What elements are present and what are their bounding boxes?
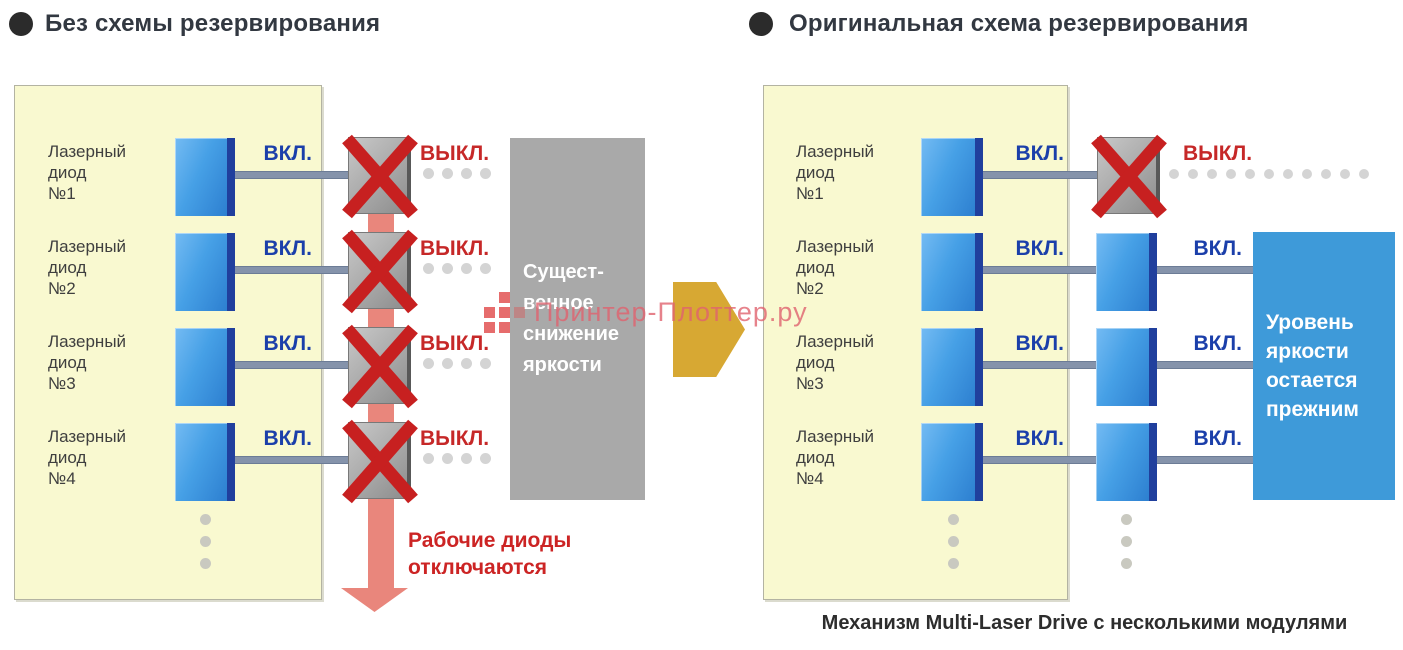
on-label: ВКЛ. bbox=[263, 427, 312, 450]
right-panel-box bbox=[763, 85, 1068, 600]
off-dots bbox=[423, 453, 491, 464]
diode-label: Лазерный диод №2 bbox=[48, 237, 127, 298]
result-box-left: Сущест- венное снижение яркости bbox=[510, 138, 645, 500]
diode-label: Лазерный диод №4 bbox=[48, 427, 127, 488]
on-label: ВКЛ. bbox=[1193, 332, 1242, 355]
wire bbox=[232, 456, 353, 464]
off-label: ВЫКЛ. bbox=[420, 237, 490, 260]
wire bbox=[232, 361, 353, 369]
wire bbox=[232, 266, 353, 274]
wire bbox=[978, 361, 1100, 369]
result-box-right: Уровень яркости остается прежним bbox=[1253, 232, 1395, 500]
wire bbox=[978, 456, 1100, 464]
x-mark-icon bbox=[342, 324, 418, 409]
diode-rect bbox=[921, 423, 983, 501]
off-dots bbox=[423, 358, 491, 369]
on-label: ВКЛ. bbox=[1193, 237, 1242, 260]
panel-title-right: Оригинальная схема резервирования bbox=[789, 10, 1249, 37]
off-label: ВЫКЛ. bbox=[420, 332, 490, 355]
off-dots bbox=[1169, 169, 1369, 179]
off-dots bbox=[423, 168, 491, 179]
x-mark-icon bbox=[342, 134, 418, 219]
off-label: ВЫКЛ. bbox=[420, 427, 490, 450]
transition-arrow-icon bbox=[673, 282, 745, 377]
on-label: ВКЛ. bbox=[263, 332, 312, 355]
diode-label: Лазерный диод №1 bbox=[48, 142, 127, 203]
ellipsis-dots bbox=[200, 514, 211, 569]
failed-diode-box bbox=[342, 134, 418, 219]
diode-rect bbox=[921, 328, 983, 406]
failed-diode-box bbox=[342, 419, 418, 504]
fault-arrow-head-icon bbox=[341, 588, 408, 612]
on-label: ВКЛ. bbox=[1015, 237, 1064, 260]
wire bbox=[978, 266, 1100, 274]
off-label: ВЫКЛ. bbox=[1183, 142, 1253, 165]
off-label: ВЫКЛ. bbox=[420, 142, 490, 165]
ellipsis-dots bbox=[948, 514, 959, 569]
header-bullet-right-icon bbox=[749, 12, 773, 36]
diode-label: Лазерный диод №3 bbox=[796, 332, 875, 393]
diode-rect bbox=[175, 138, 235, 216]
diode-label: Лазерный диод №1 bbox=[796, 142, 875, 203]
left-panel-box bbox=[14, 85, 322, 600]
wire bbox=[1152, 361, 1255, 369]
diode-rect bbox=[175, 233, 235, 311]
backup-diode-rect bbox=[1096, 423, 1157, 501]
off-dots bbox=[423, 263, 491, 274]
backup-diode-rect bbox=[1096, 328, 1157, 406]
x-mark-icon bbox=[342, 229, 418, 314]
on-label: ВКЛ. bbox=[263, 142, 312, 165]
diode-rect bbox=[921, 138, 983, 216]
on-label: ВКЛ. bbox=[263, 237, 312, 260]
header-bullet-left-icon bbox=[9, 12, 33, 36]
x-mark-icon bbox=[342, 419, 418, 504]
diode-rect bbox=[921, 233, 983, 311]
diode-label: Лазерный диод №3 bbox=[48, 332, 127, 393]
warning-text: Рабочие диоды отключаются bbox=[408, 529, 572, 579]
diode-label: Лазерный диод №4 bbox=[796, 427, 875, 488]
diode-label: Лазерный диод №2 bbox=[796, 237, 875, 298]
on-label: ВКЛ. bbox=[1015, 332, 1064, 355]
wire bbox=[978, 171, 1100, 179]
on-label: ВКЛ. bbox=[1193, 427, 1242, 450]
backup-diode-rect bbox=[1096, 233, 1157, 311]
on-label: ВКЛ. bbox=[1015, 427, 1064, 450]
caption: Механизм Multi-Laser Drive с несколькими… bbox=[821, 612, 1348, 634]
ellipsis-dots bbox=[1121, 514, 1132, 569]
wire bbox=[1152, 266, 1255, 274]
wire bbox=[232, 171, 353, 179]
wire bbox=[1152, 456, 1255, 464]
panel-title-left: Без схемы резервирования bbox=[45, 10, 381, 37]
x-mark-icon bbox=[1091, 134, 1167, 219]
diode-rect bbox=[175, 423, 235, 501]
failed-diode-box bbox=[1091, 134, 1167, 219]
failed-diode-box bbox=[342, 324, 418, 409]
on-label: ВКЛ. bbox=[1015, 142, 1064, 165]
failed-diode-box bbox=[342, 229, 418, 314]
diode-rect bbox=[175, 328, 235, 406]
